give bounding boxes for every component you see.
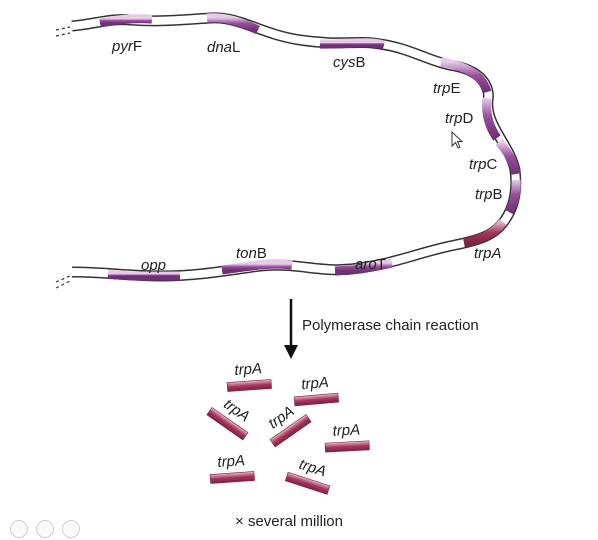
gene-segment-trpA (463, 219, 507, 248)
pcr-arrow (284, 299, 298, 359)
zoom-out-button[interactable] (10, 520, 28, 538)
amplified-copies: trpA trpA trpA trpA trpA trpA trpA (206, 360, 370, 495)
label-cysB: cysB (333, 54, 366, 71)
copy-6-label: trpA (217, 452, 246, 471)
copy-6-bar (209, 471, 255, 484)
gene-segment-opp (107, 269, 181, 281)
copy-1-bar (226, 379, 272, 392)
gene-segment-trpD (482, 97, 501, 141)
label-opp: opp (141, 257, 166, 274)
gene-segments (99, 13, 521, 281)
label-trpA: trpA (474, 245, 502, 262)
gene-segment-trpC (495, 138, 521, 175)
gene-segment-trpB (505, 179, 521, 215)
copy-4-bar (269, 413, 312, 448)
copy-1: trpA (226, 360, 272, 392)
label-trpE: trpE (433, 80, 461, 97)
process-label: Polymerase chain reaction (302, 317, 479, 334)
copy-2-label: trpA (301, 374, 330, 393)
gene-segment-trpE (440, 57, 492, 94)
strand-tail-bottom (55, 275, 71, 289)
zoom-in-button[interactable] (62, 520, 80, 538)
gene-segment-tonB (221, 259, 293, 275)
strand-body (71, 12, 522, 282)
label-trpC: trpC (469, 156, 498, 173)
copy-3-bar (206, 406, 249, 441)
copy-7-bar (284, 471, 331, 495)
result-caption: × several million (235, 513, 343, 530)
gene-segment-cysB (319, 38, 386, 50)
gene-labels: pyrF dnaL cysB trpE trpD trpC trpB trpA … (111, 38, 503, 274)
copy-3: trpA (206, 396, 253, 441)
copy-2-bar (293, 392, 340, 407)
copy-2: trpA (293, 374, 340, 407)
label-tonB: tonB (236, 245, 267, 262)
chromosome-strand (55, 12, 522, 289)
mouse-cursor-icon (451, 130, 464, 149)
label-dnaL: dnaL (207, 39, 240, 56)
zoom-reset-button[interactable] (36, 520, 54, 538)
copy-1-label: trpA (234, 360, 263, 379)
arrow-head-icon (284, 345, 298, 359)
gene-segment-pyrF (99, 14, 153, 28)
copy-5-label: trpA (332, 421, 360, 439)
strand-tail-top (55, 26, 71, 37)
gene-segment-dnaL (206, 13, 260, 35)
label-pyrF: pyrF (111, 38, 142, 55)
copy-7: trpA (284, 456, 331, 495)
label-trpB: trpB (475, 186, 503, 203)
copy-5: trpA (324, 421, 370, 453)
copy-5-bar (324, 440, 370, 453)
copy-6: trpA (209, 452, 255, 484)
gene-segment-aroT (334, 258, 394, 276)
label-trpD: trpD (445, 110, 474, 127)
label-aroT: aroT (355, 256, 386, 273)
